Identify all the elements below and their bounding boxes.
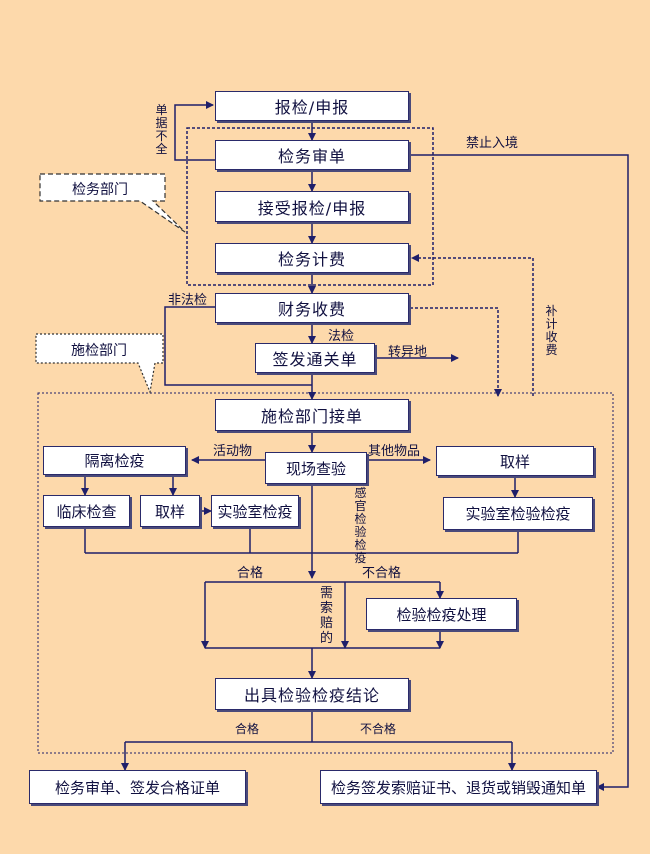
- label-sensory: 感官检验检疫: [354, 486, 367, 565]
- label-claim-needed: 需索赔的: [319, 586, 333, 646]
- label-fail-1: 不合格: [362, 566, 402, 581]
- label-legal: 法检: [328, 329, 355, 344]
- inspection-receive-box: 施检部门接单: [215, 399, 409, 431]
- callout-execution-dept: 施检部门: [71, 343, 127, 359]
- label-transfer: 转异地: [388, 345, 428, 360]
- quarantine-box: 隔离检疫: [43, 446, 186, 475]
- label-live-animals: 活动物: [213, 444, 253, 459]
- review-box: 检务审单: [215, 140, 409, 170]
- inspection-handle-box: 检验检疫处理: [366, 598, 517, 630]
- label-fail-2: 不合格: [360, 722, 397, 736]
- callout-inspection-dept: 检务部门: [72, 182, 128, 198]
- label-incomplete: 单据不全: [155, 103, 168, 156]
- fee-calc-box: 检务计费: [215, 243, 409, 273]
- fee-collect-box: 财务收费: [215, 293, 409, 323]
- callout-bubble-inspection: [39, 173, 186, 233]
- callout-bubble-execution: [35, 333, 164, 395]
- sampling-right-box: 取样: [436, 446, 594, 476]
- final-pass-box: 检务审单、签发合格证单: [29, 770, 246, 804]
- sampling-left-box: 取样: [140, 495, 200, 527]
- label-entry-banned: 禁止入境: [466, 136, 519, 151]
- clinical-check-box: 临床检查: [43, 495, 130, 527]
- final-fail-box: 检务签发索赔证书、退货或销毁通知单: [320, 770, 597, 804]
- lab-left-box: 实验室检疫: [211, 495, 299, 527]
- customs-form-box: 签发通关单: [255, 343, 375, 373]
- label-supplement-fee: 补计收费: [545, 304, 558, 357]
- accept-box: 接受报检/申报: [215, 191, 409, 222]
- declare-box: 报检/申报: [215, 91, 409, 121]
- label-other-goods: 其他物品: [368, 444, 421, 459]
- label-pass-1: 合格: [237, 566, 264, 581]
- lab-right-box: 实验室检验检疫: [443, 497, 593, 530]
- conclusion-box: 出具检验检疫结论: [215, 678, 409, 710]
- label-non-legal: 非法检: [168, 293, 208, 308]
- onsite-check-box: 现场查验: [265, 452, 367, 484]
- label-pass-2: 合格: [235, 722, 260, 736]
